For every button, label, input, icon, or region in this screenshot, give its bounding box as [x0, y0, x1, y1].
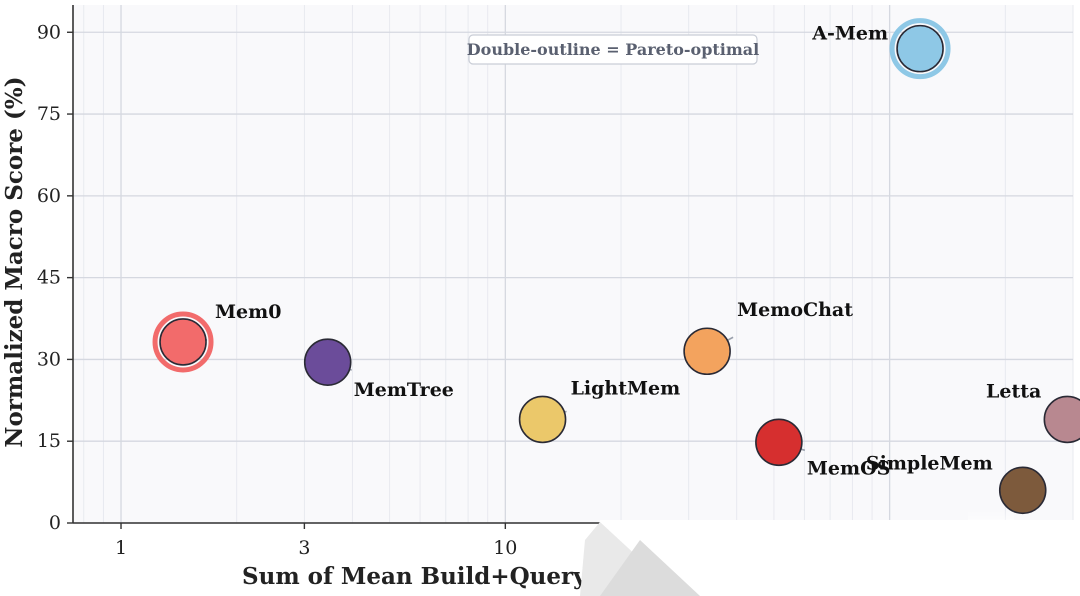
- y-tick-label: 0: [49, 512, 61, 534]
- annotation-text: Double-outline = Pareto-optimal: [467, 40, 759, 59]
- label-mem0: Mem0: [215, 301, 281, 323]
- plot-area: [73, 5, 1073, 523]
- x-tick-labels: 1 3 10: [115, 523, 517, 559]
- y-tick-label: 15: [37, 430, 61, 452]
- y-tick-label: 45: [37, 267, 61, 289]
- y-tick-label: 30: [37, 348, 61, 370]
- point-memtree: [303, 338, 352, 386]
- point-mem0: [159, 318, 207, 366]
- x-tick-label: 10: [493, 537, 517, 559]
- label-letta: Letta: [986, 380, 1041, 402]
- point-a-mem: [896, 24, 944, 73]
- point-simplemem: [998, 466, 1047, 515]
- point-memochat: [683, 327, 731, 376]
- y-tick-labels: 0 15 30 45 60 75 90: [37, 21, 73, 534]
- y-axis-label: Normalized Macro Score (%): [1, 76, 28, 447]
- image-occlusion: [580, 510, 1080, 596]
- label-simplemem: SimpleMem: [866, 452, 993, 474]
- pareto-ring-a-mem: [889, 18, 951, 80]
- x-axis-label: Sum of Mean Build+Query R: [242, 563, 615, 590]
- x-tick-label: 1: [115, 537, 127, 559]
- data-points: [152, 18, 1080, 515]
- point-memos: [755, 418, 803, 467]
- point-letta: [1043, 395, 1080, 444]
- label-memochat: MemoChat: [737, 299, 853, 321]
- label-lightmem: LightMem: [571, 377, 681, 399]
- label-a-mem: A-Mem: [811, 23, 888, 45]
- y-tick-label: 90: [37, 21, 61, 43]
- y-tick-label: 60: [37, 185, 61, 207]
- pareto-ring-mem0: [152, 311, 214, 373]
- label-memtree: MemTree: [354, 379, 454, 401]
- y-tick-label: 75: [37, 103, 61, 125]
- x-tick-label: 3: [298, 537, 310, 559]
- point-lightmem: [518, 395, 567, 444]
- label-memos: MemOS: [807, 457, 891, 479]
- annotation-box: Double-outline = Pareto-optimal: [467, 34, 759, 65]
